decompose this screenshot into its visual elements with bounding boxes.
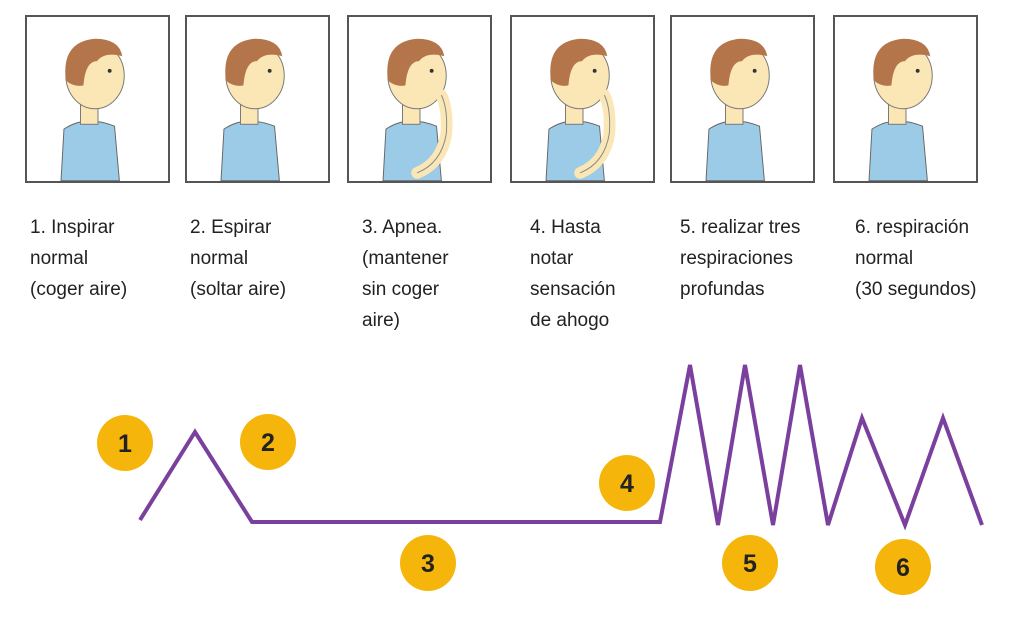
step-illustration-1 [25,15,170,183]
step-label-2: 2. Espirar normal (soltar aire) [190,217,287,300]
person-icon [220,38,285,182]
step-illustration-6 [833,15,978,183]
step-badge-4 [599,455,655,511]
step-badge-number: 4 [620,470,634,498]
step-label-3: 3. Apnea. (mantener sin coger aire) [362,217,449,331]
step-badge-number: 1 [118,430,132,458]
step-badge-2 [240,414,296,470]
step-illustration-3 [347,15,492,183]
step-illustration-5 [670,15,815,183]
step-badge-6 [875,539,931,595]
step-label-6: 6. respiración normal (30 segundos) [855,217,977,300]
step-label-5: 5. realizar tres respiraciones profundas [680,217,801,300]
step-badge-number: 5 [743,550,757,578]
step-badge-1 [97,415,153,471]
person-icon [60,38,125,182]
person-icon [705,38,770,182]
step-badge-number: 6 [896,554,910,582]
breathing-line [138,364,984,531]
person-icon [382,38,453,182]
step-badge-3 [400,535,456,591]
person-icon [545,38,616,182]
step-label-4: 4. Hasta notar sensación de ahogo [530,217,616,331]
step-badge-5 [722,535,778,591]
step-badge-number: 3 [421,550,435,578]
step-illustration-2 [185,15,330,183]
step-label-1: 1. Inspirar normal (coger aire) [30,217,128,300]
step-badge-number: 2 [261,429,275,457]
person-icon [868,38,933,182]
step-illustration-4 [510,15,655,183]
